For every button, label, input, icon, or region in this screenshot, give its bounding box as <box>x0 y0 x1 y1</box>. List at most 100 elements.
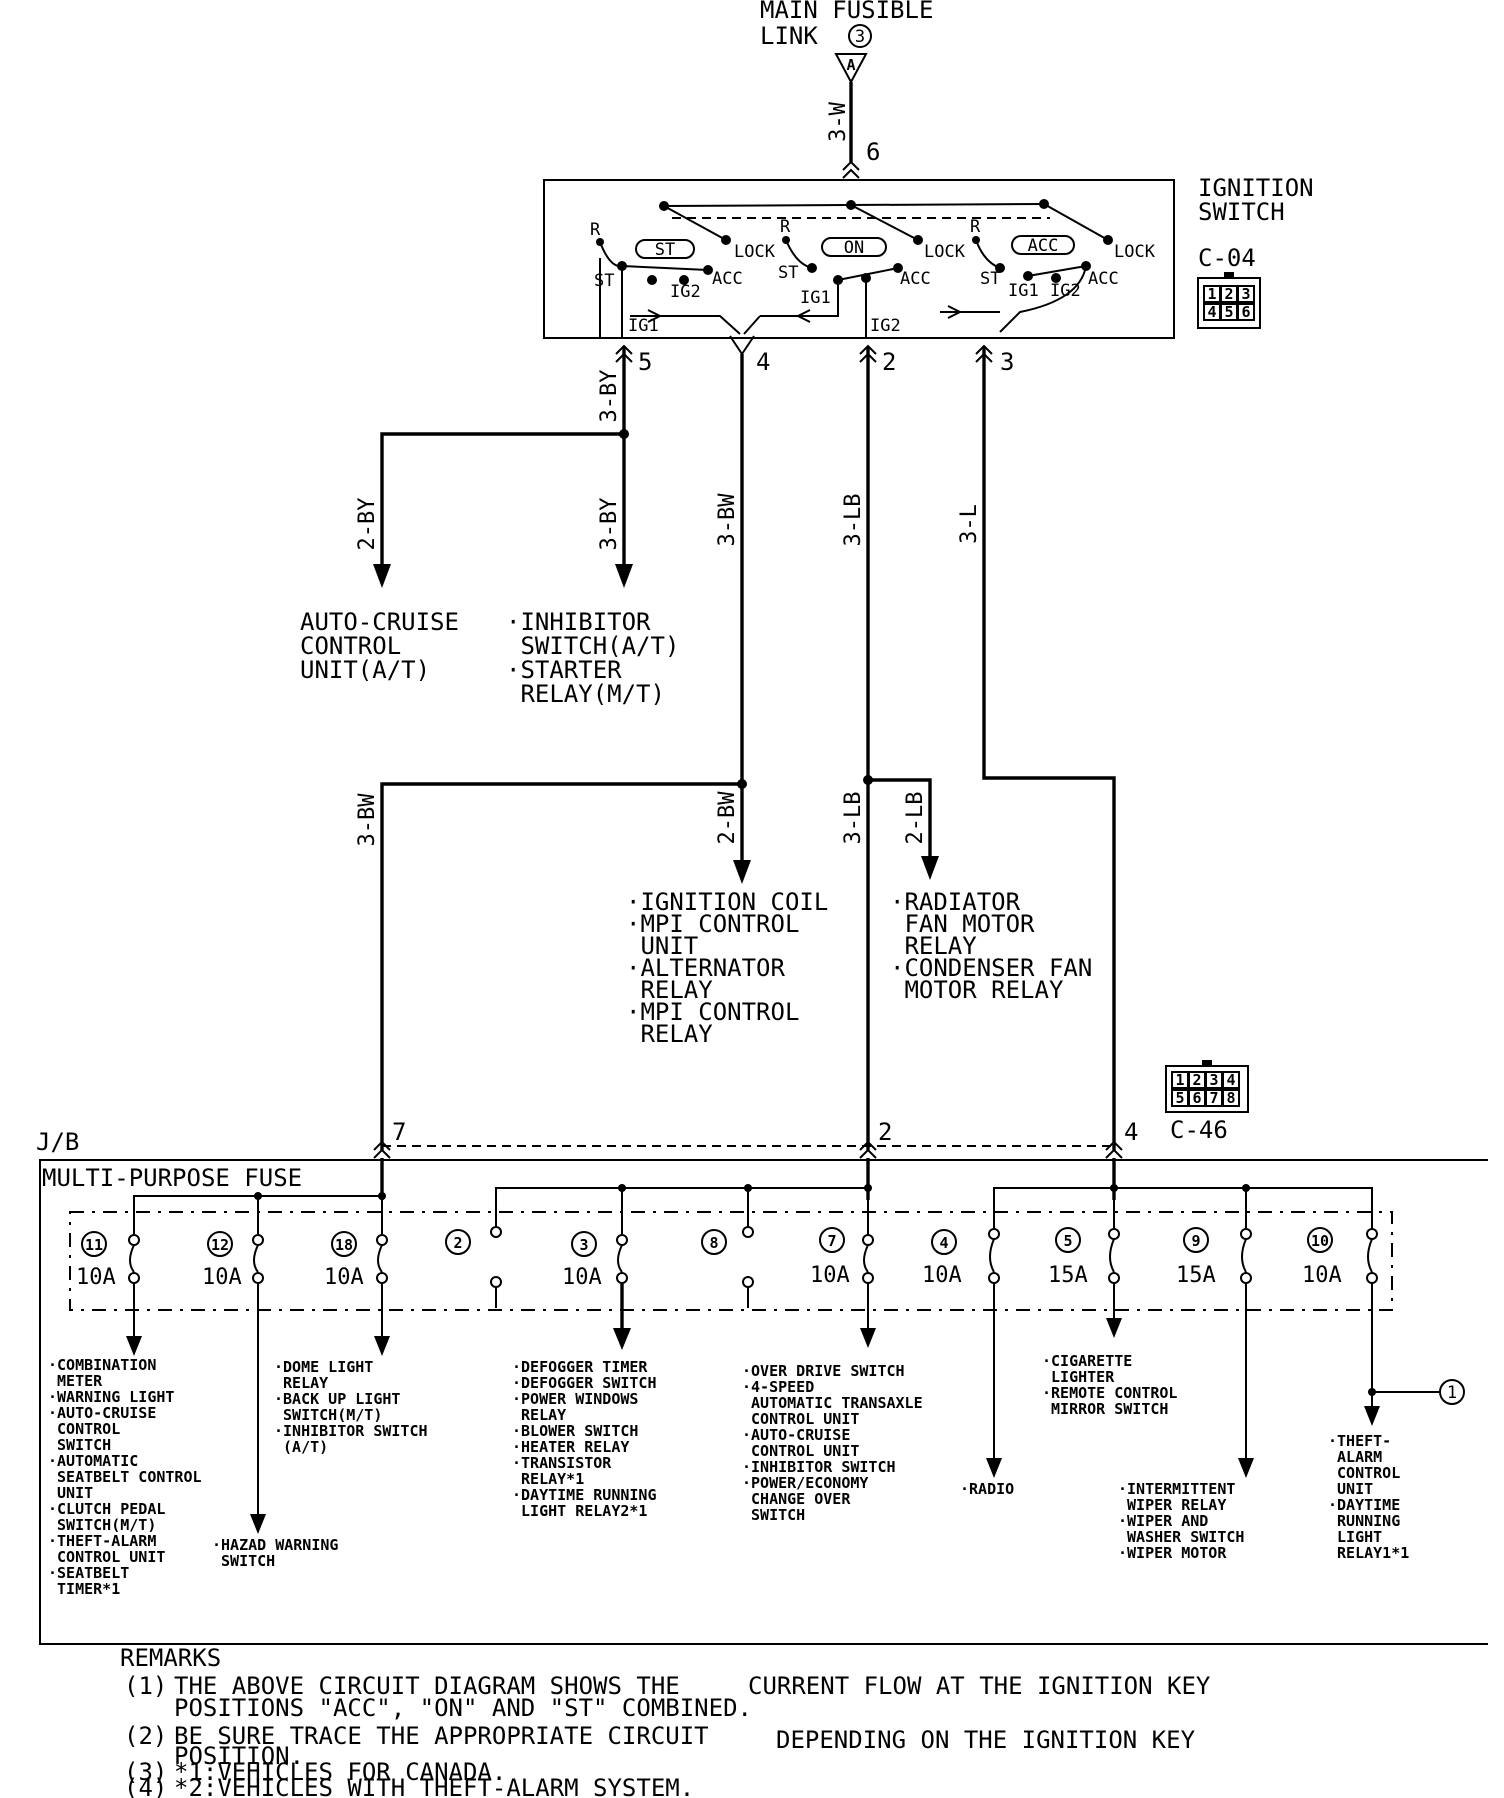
svg-text:7: 7 <box>827 1232 836 1250</box>
fuse-7: 7 10A <box>810 1227 874 1288</box>
svg-text:R: R <box>590 220 601 240</box>
junction-block: J/B C-46 1 2 3 4 5 6 7 8 7 2 4 MULTI-PUR… <box>36 1060 1488 1645</box>
svg-text:LOCK: LOCK <box>924 242 966 262</box>
svg-text:·INTERMITTENT: ·INTERMITTENT <box>1118 1480 1235 1498</box>
svg-text:·DEFOGGER TIMER: ·DEFOGGER TIMER <box>512 1358 648 1376</box>
svg-text:15A: 15A <box>1048 1263 1088 1288</box>
wire-harness: 3-BY 2-BY 3-BY 3-BW 3-BW 2-BW 3-LB 3-LB … <box>355 346 1116 1150</box>
fuse-18: 18 10A <box>324 1231 388 1290</box>
connector-a-triangle <box>834 53 868 85</box>
pin-4-label: 4 <box>756 348 770 376</box>
svg-text:·4-SPEED: ·4-SPEED <box>742 1378 814 1396</box>
svg-text:UNIT: UNIT <box>626 932 698 960</box>
fuse-5-loads: ·CIGARETTE LIGHTER ·REMOTE CONTROL MIRRO… <box>1042 1352 1177 1418</box>
svg-text:LOCK: LOCK <box>1114 242 1156 262</box>
svg-text:·DAYTIME RUNNING: ·DAYTIME RUNNING <box>512 1486 657 1504</box>
svg-text:4: 4 <box>939 1234 948 1252</box>
fusible-link-label-2: LINK <box>760 22 818 50</box>
fuse-3-loads: ·DEFOGGER TIMER ·DEFOGGER SWITCH ·POWER … <box>512 1358 657 1520</box>
svg-text:IG1: IG1 <box>1008 281 1039 301</box>
svg-text:1: 1 <box>1207 285 1216 303</box>
wire-label-out5: 3-BY <box>597 370 622 423</box>
wire-label-fan: 2-LB <box>903 792 928 845</box>
svg-text:RELAY(M/T): RELAY(M/T) <box>506 680 665 708</box>
svg-text:AUTO-CRUISE: AUTO-CRUISE <box>300 608 459 636</box>
svg-text:CONTROL UNIT: CONTROL UNIT <box>48 1548 165 1566</box>
svg-text:·THEFT-: ·THEFT- <box>1328 1432 1391 1450</box>
svg-text:·ALTERNATOR: ·ALTERNATOR <box>626 954 785 982</box>
svg-text:·REMOTE CONTROL: ·REMOTE CONTROL <box>1042 1384 1177 1402</box>
multi-purpose-fuse-title: MULTI-PURPOSE FUSE <box>42 1164 302 1192</box>
svg-text:SEATBELT CONTROL: SEATBELT CONTROL <box>48 1468 202 1486</box>
ignition-switch-title-2: SWITCH <box>1198 198 1285 226</box>
svg-text:ALARM: ALARM <box>1328 1448 1382 1466</box>
svg-text:·RADIO: ·RADIO <box>960 1480 1014 1498</box>
svg-text:AUTOMATIC TRANSAXLE: AUTOMATIC TRANSAXLE <box>742 1394 923 1412</box>
svg-text:6: 6 <box>1192 1089 1201 1107</box>
jb-label: J/B <box>36 1128 79 1156</box>
svg-text:·POWER WINDOWS: ·POWER WINDOWS <box>512 1390 638 1408</box>
svg-text:3: 3 <box>1241 285 1250 303</box>
wire-label-out4: 3-BW <box>715 493 740 547</box>
pin-6-arrow <box>842 160 860 179</box>
wire-label-cruise: 2-BY <box>355 498 380 551</box>
svg-text:WIPER RELAY: WIPER RELAY <box>1118 1496 1226 1514</box>
svg-text:10A: 10A <box>1302 1263 1342 1288</box>
svg-text:10: 10 <box>1311 1232 1329 1250</box>
wire-label-out2: 3-LB <box>841 494 866 547</box>
jb-pin-2: 2 <box>878 1118 892 1146</box>
svg-text:CONTROL UNIT: CONTROL UNIT <box>742 1442 859 1460</box>
remarks-title: REMARKS <box>120 1644 221 1672</box>
svg-text:·CLUTCH PEDAL: ·CLUTCH PEDAL <box>48 1500 165 1518</box>
svg-text:·WARNING LIGHT: ·WARNING LIGHT <box>48 1388 174 1406</box>
svg-text:·RADIATOR: ·RADIATOR <box>890 888 1021 916</box>
svg-text:CURRENT FLOW AT THE IGNITION K: CURRENT FLOW AT THE IGNITION KEY <box>748 1672 1211 1700</box>
svg-text:RELAY1*1: RELAY1*1 <box>1328 1544 1409 1562</box>
fuse-9: 9 15A <box>1176 1227 1252 1288</box>
svg-text:SWITCH: SWITCH <box>48 1436 111 1454</box>
wire-label-out3: 3-L <box>957 504 982 544</box>
svg-text:RELAY: RELAY <box>274 1374 328 1392</box>
svg-text:CONTROL: CONTROL <box>300 632 401 660</box>
jb-pin-7: 7 <box>392 1118 406 1146</box>
svg-text:18: 18 <box>335 1236 353 1254</box>
svg-text:10A: 10A <box>810 1263 850 1288</box>
fuse-2: 2 <box>445 1226 502 1308</box>
svg-text:SWITCH(M/T): SWITCH(M/T) <box>274 1406 382 1424</box>
svg-text:5: 5 <box>1224 303 1233 321</box>
svg-text:R: R <box>780 217 791 237</box>
svg-text:7: 7 <box>1209 1089 1218 1107</box>
fusible-link-number-circle <box>848 24 872 48</box>
fusible-link-label-1: MAIN FUSIBLE <box>760 0 933 24</box>
svg-text:4: 4 <box>1226 1071 1235 1089</box>
fuse-11-loads: ·COMBINATION METER ·WARNING LIGHT ·AUTO-… <box>48 1356 202 1598</box>
svg-text:·WIPER MOTOR: ·WIPER MOTOR <box>1118 1544 1227 1562</box>
svg-text:IG2: IG2 <box>870 316 901 336</box>
fuse-11: 11 10A <box>76 1231 140 1290</box>
svg-text:10A: 10A <box>76 1265 116 1290</box>
svg-text:LIGHT RELAY2*1: LIGHT RELAY2*1 <box>512 1502 647 1520</box>
wire-label-inhibitor: 3-BY <box>597 498 622 551</box>
svg-text:·OVER DRIVE SWITCH: ·OVER DRIVE SWITCH <box>742 1362 905 1380</box>
fuse-3: 3 10A <box>562 1231 628 1290</box>
ignition-switch-box <box>543 179 1175 339</box>
fuse-4-loads: ·RADIO <box>960 1480 1014 1498</box>
svg-text:ST: ST <box>655 240 675 260</box>
fuse-9-loads: ·INTERMITTENT WIPER RELAY ·WIPER AND WAS… <box>1118 1480 1244 1562</box>
svg-text:RELAY: RELAY <box>512 1406 566 1424</box>
svg-text:8: 8 <box>709 1234 718 1252</box>
load-inhibitor-starter: ·INHIBITOR SWITCH(A/T) ·STARTER RELAY(M/… <box>506 608 679 708</box>
svg-text:(1): (1) <box>124 1672 167 1700</box>
connector-c46-label: C-46 <box>1170 1116 1228 1144</box>
fuse-10: 10 10A <box>1302 1227 1378 1288</box>
svg-text:·HAZAD WARNING: ·HAZAD WARNING <box>212 1536 338 1554</box>
svg-text:UNIT(A/T): UNIT(A/T) <box>300 656 430 684</box>
svg-text:IG2: IG2 <box>1050 281 1081 301</box>
svg-text:DEPENDING ON THE IGNITION KEY: DEPENDING ON THE IGNITION KEY <box>776 1726 1196 1754</box>
switch-position-on <box>821 237 887 257</box>
svg-text:·INHIBITOR SWITCH: ·INHIBITOR SWITCH <box>274 1422 428 1440</box>
svg-text:·BACK UP LIGHT: ·BACK UP LIGHT <box>274 1390 400 1408</box>
svg-text:10A: 10A <box>202 1265 242 1290</box>
svg-text:9: 9 <box>1191 1232 1200 1250</box>
svg-text:POSITION.: POSITION. <box>174 1742 304 1770</box>
